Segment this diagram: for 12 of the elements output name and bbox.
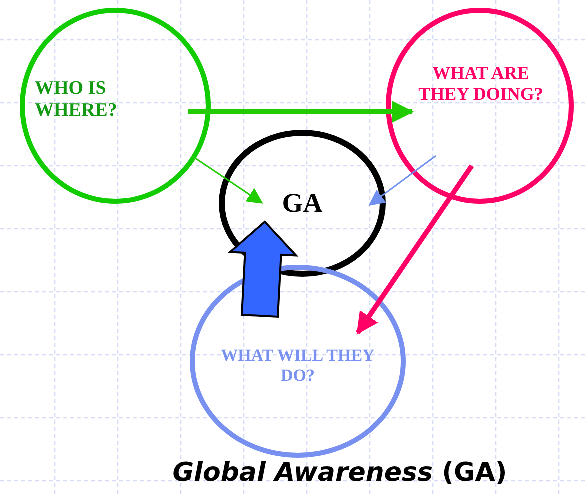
arrow xyxy=(356,164,474,335)
block-arrow xyxy=(228,220,299,318)
node-label: GA xyxy=(281,188,324,220)
arrow xyxy=(192,155,264,204)
circle-node xyxy=(386,8,574,204)
node-label: WHAT ARE THEY DOING? xyxy=(418,63,544,104)
node-label: WHAT WILL THEY DO? xyxy=(220,346,376,386)
node-label: WHO IS WHERE? xyxy=(35,78,118,122)
arrow xyxy=(368,155,436,206)
diagram-title: Global Awareness (GA) xyxy=(172,459,508,489)
circle-node xyxy=(20,8,211,204)
arrow xyxy=(188,101,414,123)
